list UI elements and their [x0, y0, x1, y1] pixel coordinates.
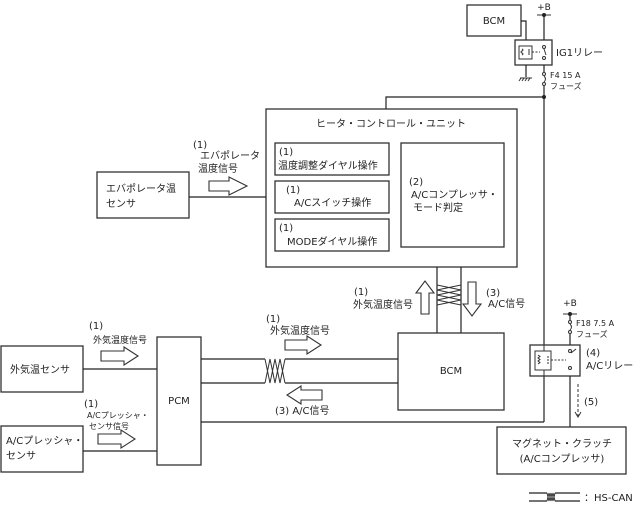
outside-signal-label: 外気温度信号 [93, 334, 147, 346]
magnetic-clutch-box [496, 426, 627, 475]
outside-temp-sensor-label: 外気温センサ [10, 363, 70, 376]
bcm-ig1-wire [521, 20, 527, 42]
hcu-bcm-twist-icon [436, 284, 462, 306]
hcu-ac-switch-label: A/Cスイッチ操作 [294, 196, 371, 209]
ac-relay-label: A/Cリレー [586, 361, 633, 372]
clutch-signal-arrowhead-icon [574, 411, 582, 418]
hcu-temp-dial-label: 温度調整ダイヤル操作 [278, 159, 378, 172]
plus-b-right-label: +B [563, 299, 577, 309]
ig1-relay-switch-icon [542, 45, 547, 60]
hs-can-legend-icon [529, 492, 580, 502]
ground-icon [518, 77, 532, 82]
hcu-title: ヒータ・コントロール・ユニット [316, 118, 466, 130]
pressure-signal-line2: センサ信号 [89, 421, 129, 431]
hcu-mode-dial-label: MODEダイヤル操作 [287, 235, 377, 248]
pressure-signal-num: (1) [84, 399, 98, 410]
hcu-ac-switch-box [274, 180, 390, 214]
pcm-to-bcm-arrow-icon [284, 334, 323, 356]
hcu-compressor-mode-line1: A/Cコンプレッサ・ [411, 189, 498, 201]
evap-signal-line1: エバポレータ [200, 150, 260, 162]
hcu-bcm-down-num: (3) [486, 288, 500, 299]
outside-signal-arrow-icon [100, 345, 140, 367]
clutch-signal-num: (5) [584, 397, 598, 408]
fuse-f18-line2: フューズ [576, 329, 608, 339]
evap-signal-arrow-icon [208, 176, 249, 196]
evap-signal-line2: 温度信号 [198, 162, 238, 175]
bcm-mid-box [397, 332, 505, 411]
ig1-relay-coil-icon [518, 45, 540, 60]
pcm-box [156, 336, 202, 466]
fuse-f18-icon [568, 320, 572, 334]
can-right-num: (1) [266, 314, 280, 325]
hcu-to-bcm-arrow-icon [461, 281, 483, 317]
hcu-ac-switch-num: (1) [286, 185, 300, 196]
evaporator-sensor-line2: センサ [106, 198, 136, 210]
fuse-f4-icon [542, 72, 546, 86]
can-left-label: (3) A/C信号 [275, 405, 330, 417]
magnetic-clutch-line2: (A/Cコンプレッサ) [520, 453, 605, 465]
pressure-signal-arrow-icon [97, 428, 137, 450]
evaporator-sensor-box [96, 171, 190, 219]
bcm-mid-label: BCM [440, 366, 462, 377]
bcm-top-box [466, 4, 522, 37]
plus-b-top-label: +B [537, 3, 551, 13]
bcm-hcu-up-label: 外気温度信号 [353, 298, 413, 311]
outside-signal-num: (1) [89, 321, 103, 332]
hcu-temp-dial-box [274, 142, 390, 176]
ac-pressure-sensor-box [0, 425, 84, 473]
pressure-signal-line1: A/Cプレッシャ・ [87, 411, 149, 420]
hcu-bcm-down-label: A/C信号 [488, 298, 525, 310]
bcm-to-pcm-arrow-icon [285, 384, 323, 406]
ac-relay-coil-icon [534, 345, 566, 376]
bcm-hcu-up-num: (1) [354, 287, 368, 298]
pcm-bcm-twist-icon [264, 358, 286, 384]
hcu-temp-dial-num: (1) [279, 147, 293, 158]
evaporator-sensor-line1: エバポレータ温 [106, 183, 176, 195]
ac-relay-switch-icon [568, 348, 577, 370]
fuse-f4-line2: フューズ [550, 81, 582, 91]
ac-pressure-sensor-line2: センサ [6, 450, 36, 462]
ig1-relay-label: IG1リレー [556, 48, 603, 59]
magnetic-clutch-line1: マグネット・クラッチ [512, 437, 612, 450]
hcu-compressor-mode-num: (2) [409, 177, 423, 188]
hcu-mode-dial-box [274, 218, 390, 252]
fuse-f18-line1: F18 7.5 A [576, 319, 615, 328]
pcm-label: PCM [168, 396, 190, 407]
hcu-compressor-mode-line2: モード判定 [413, 201, 463, 214]
hcu-mode-dial-num: (1) [279, 223, 293, 234]
ac-relay-num: (4) [586, 348, 600, 359]
ac-pressure-sensor-line1: A/Cプレッシャ・ [6, 435, 83, 447]
can-right-label: 外気温度信号 [270, 324, 330, 337]
hcu-compressor-mode-box [400, 142, 505, 248]
ig1-hcu-wire [385, 96, 544, 109]
hs-can-legend-label: ：HS-CAN [584, 493, 633, 504]
bcm-to-hcu-arrow-icon [414, 280, 436, 315]
fuse-f4-line1: F4 15 A [550, 71, 581, 80]
bcm-top-label: BCM [483, 16, 505, 27]
evap-signal-num: (1) [193, 140, 207, 151]
